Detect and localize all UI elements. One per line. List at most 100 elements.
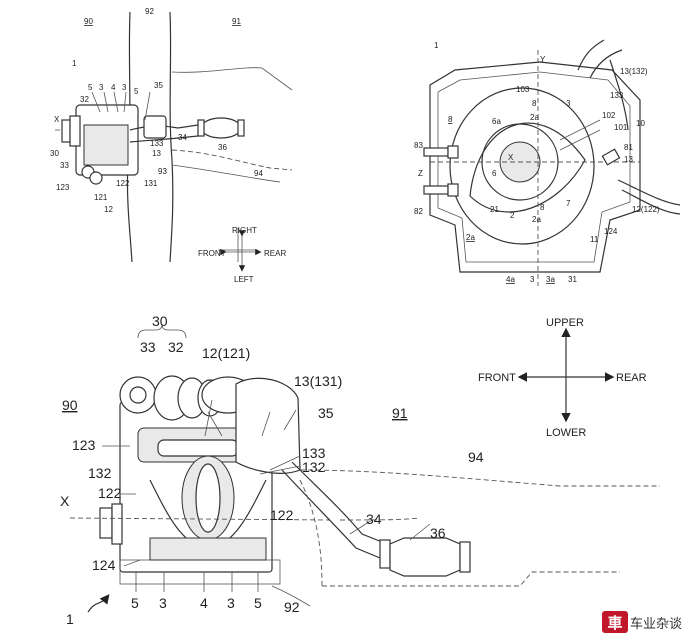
label-b-102: 102 [602,111,616,120]
figure-a-top-view [55,11,293,272]
label-b-3a: 3a [546,275,555,284]
label-a-122: 122 [116,179,130,188]
spark-plug-82 [423,185,449,195]
catalyst-35-body [235,377,301,474]
compass-c-up: UPPER [546,317,584,329]
rotor-housing [449,87,595,245]
label-a-121: 121 [94,193,108,202]
label-a-36: 36 [218,143,227,152]
label-b-83: 83 [414,141,423,150]
label-a-12: 12 [104,205,113,214]
label-a-3b: 3 [122,83,127,92]
label-c-b4: 4 [200,595,208,611]
label-a-5a: 5 [88,83,93,92]
label-b-133: 133 [610,91,624,100]
label-c-94: 94 [468,449,484,465]
label-c-b5a: 5 [131,595,139,611]
label-b-8a: 8 [532,99,537,108]
watermark-text: 车业杂谈 [630,616,683,632]
label-a-92: 92 [145,7,154,16]
catalyst-36 [200,117,242,139]
label-b-2: 2 [510,211,515,220]
label-a-3a: 3 [99,83,104,92]
label-b-y: Y [540,55,546,64]
label-a-30: 30 [50,149,59,158]
label-c-32: 32 [168,339,184,355]
compass-c [517,327,615,423]
label-b-2ac: 2a [466,233,475,242]
label-b-z: Z [418,169,423,178]
label-c-123: 123 [72,437,96,453]
compass-c-down: LOWER [546,427,586,439]
label-b-2a: 2a [530,113,539,122]
label-c-b3a: 3 [159,595,167,611]
label-b-82: 82 [414,207,423,216]
label-c-36: 36 [430,525,446,541]
label-c-b3b: 3 [227,595,235,611]
label-a-13: 13 [152,149,161,158]
label-b-13: 13(132) [620,67,648,76]
label-a-123: 123 [56,183,70,192]
label-a-33: 33 [60,161,69,170]
label-a-5b: 5 [134,87,139,96]
label-c-90: 90 [62,397,78,413]
label-b-11: 11 [590,235,599,244]
label-b-8b: 8 [448,115,453,124]
label-a-35: 35 [154,81,163,90]
label-c-91: 91 [392,405,408,421]
injector-81 [601,148,621,166]
label-c-b5b: 5 [254,595,262,611]
label-a-91: 91 [232,17,241,26]
label-a-93: 93 [158,167,167,176]
spark-plug-83 [423,147,449,157]
label-b-103: 103 [516,85,530,94]
label-b-x: X [508,153,514,162]
compass-a-up: RIGHT [232,226,257,235]
label-a-34: 34 [178,133,187,142]
label-c-132b: 132 [302,459,326,475]
figure-c-side-view [69,323,660,613]
compass-c-left: FRONT [478,372,516,384]
label-b-3: 3 [566,99,571,108]
label-c-12: 12(121) [202,345,250,361]
catalyst-36 [389,537,461,577]
label-b-6a: 6a [492,117,501,126]
label-b-31: 31 [568,275,577,284]
label-b-6: 6 [492,169,497,178]
label-c-132a: 132 [88,465,112,481]
label-b-81: 81 [624,143,633,152]
label-b-101: 101 [614,123,628,132]
label-c-35: 35 [318,405,334,421]
label-b-124: 124 [604,227,618,236]
label-c-1: 1 [66,611,74,627]
label-c-33: 33 [140,339,156,355]
front-flange [99,507,113,539]
label-b-4a: 4a [506,275,515,284]
label-a-94: 94 [254,169,263,178]
compass-a-right: REAR [264,249,286,258]
label-b-12: 12(122) [632,205,660,214]
label-b-10: 10 [636,119,645,128]
compass-a-left: FRONT [198,249,226,258]
label-c-30: 30 [152,313,168,329]
label-c-133: 133 [302,445,326,461]
label-a-1: 1 [72,59,77,68]
label-c-34: 34 [366,511,382,527]
housing-outline [429,61,641,273]
label-b-8c: 8 [540,203,545,212]
label-c-92: 92 [284,599,300,615]
label-a-131: 131 [144,179,158,188]
label-a-4: 4 [111,83,116,92]
label-b-13b: 13 [624,155,633,164]
label-b-3c: 3 [530,275,535,284]
label-c-122a: 122 [98,485,122,501]
label-a-x: X [54,115,60,124]
label-b-2ab: 2a [532,215,541,224]
tunnel-94 [171,67,293,91]
label-a-90: 90 [84,17,93,26]
label-a-32: 32 [80,95,89,104]
label-a-133: 133 [150,139,164,148]
label-b-21: 21 [490,205,499,214]
